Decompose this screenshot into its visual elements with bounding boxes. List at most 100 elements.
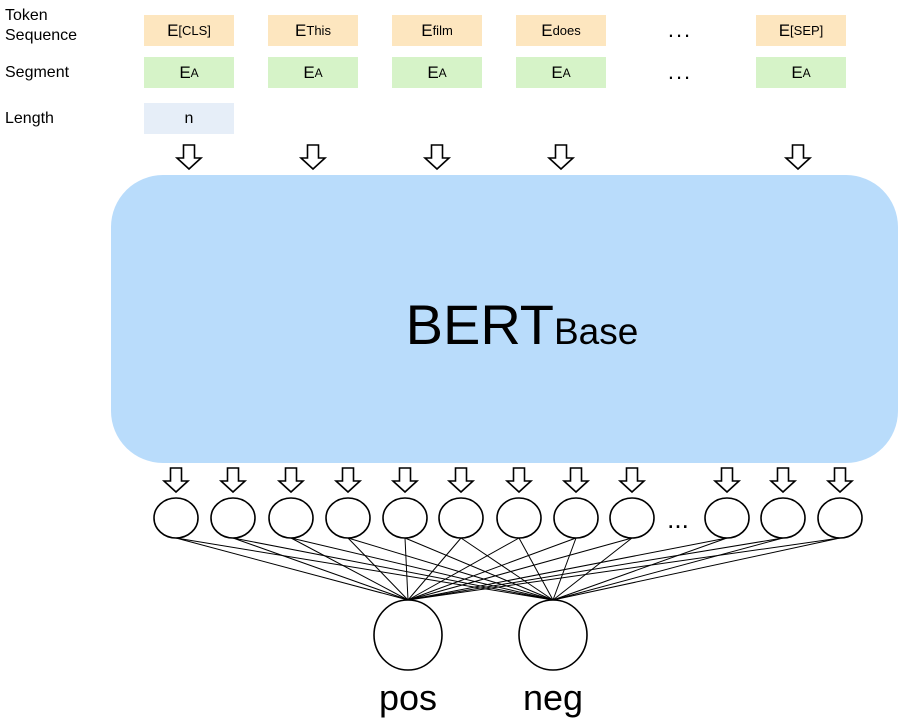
hidden-node: [760, 497, 806, 539]
segment-ellipsis: ...: [667, 59, 693, 84]
token-sequence-label-line2: Sequence: [5, 27, 78, 44]
hidden-node: [704, 497, 750, 539]
down-arrow-icon: [422, 144, 452, 171]
length-box: n: [144, 103, 234, 134]
hidden-node: [210, 497, 256, 539]
connection-line: [460, 537, 554, 601]
token-embedding-sub: film: [432, 23, 453, 38]
connection-line: [347, 537, 409, 601]
down-arrow-icon: [390, 467, 420, 494]
token-sequence-label-line1: Token: [5, 7, 48, 24]
down-arrow-icon: [504, 467, 534, 494]
hidden-node: [609, 497, 655, 539]
connection-line: [232, 537, 554, 601]
token-embedding-main: E: [778, 20, 791, 40]
down-arrow-icon: [561, 467, 591, 494]
down-arrow-icon: [174, 144, 204, 171]
output-label-pos: pos: [378, 677, 438, 718]
down-arrow-icon: [446, 467, 476, 494]
output-node-neg: [518, 599, 588, 671]
hidden-node: [382, 497, 428, 539]
token-ellipsis: ...: [667, 17, 693, 42]
connection-line: [404, 537, 554, 601]
connection-line: [404, 537, 409, 601]
token-embedding-main: E: [541, 20, 553, 40]
hidden-node: [553, 497, 599, 539]
input-arrows: [174, 144, 813, 171]
hidden-node: [153, 497, 199, 539]
connection-line: [552, 537, 577, 601]
bert-base-block: BERTBase: [111, 175, 898, 463]
connection-line: [347, 537, 554, 601]
token-embedding-sub: [CLS]: [178, 23, 211, 38]
token-embedding-main: E: [421, 20, 433, 40]
connection-line: [407, 537, 462, 601]
output-nodes: [373, 599, 588, 671]
connection-line: [175, 537, 409, 601]
hidden-node: [438, 497, 484, 539]
hidden-node: [817, 497, 863, 539]
down-arrow-icon: [276, 467, 306, 494]
hidden-node: [496, 497, 542, 539]
segment-embedding-sub: A: [802, 65, 811, 80]
segment-label: Segment: [5, 64, 70, 81]
output-arrows: [161, 467, 855, 494]
token-embedding-sub: [SEP]: [790, 23, 824, 38]
hidden-node: [325, 497, 371, 539]
connection-line: [290, 537, 554, 601]
node-ellipsis: ...: [667, 504, 689, 534]
down-arrow-icon: [161, 467, 191, 494]
hidden-node: [268, 497, 314, 539]
connection-line: [407, 537, 577, 601]
connection-line: [407, 537, 633, 601]
connection-line: [552, 537, 841, 601]
connection-line: [552, 537, 784, 601]
token-embedding-main: E: [295, 20, 307, 40]
bert-name: BERT: [405, 292, 554, 356]
token-embedding-sep: E[SEP]: [756, 15, 846, 46]
connection-line: [407, 537, 841, 601]
down-arrow-icon: [712, 467, 742, 494]
output-node-pos: [373, 599, 443, 671]
connection-line: [407, 537, 728, 601]
connection-line: [290, 537, 409, 601]
token-embedding-main: E: [167, 20, 179, 40]
output-label-neg: neg: [522, 677, 584, 718]
down-arrow-icon: [218, 467, 248, 494]
length-label: Length: [5, 110, 54, 127]
token-embedding-cls: E[CLS]: [144, 15, 234, 46]
down-arrow-icon: [333, 467, 363, 494]
segment-embedding-main: E: [551, 62, 563, 82]
connection-line: [407, 537, 784, 601]
connection-line: [175, 537, 554, 601]
down-arrow-icon: [298, 144, 328, 171]
hidden-nodes: [153, 497, 863, 539]
token-sequence-label: Token Sequence: [5, 6, 77, 46]
segment-embedding-main: E: [303, 62, 315, 82]
down-arrow-icon: [825, 467, 855, 494]
connection-lines: [175, 537, 841, 601]
segment-embedding-main: E: [427, 62, 439, 82]
down-arrow-icon: [768, 467, 798, 494]
down-arrow-icon: [546, 144, 576, 171]
bert-subscript: Base: [554, 310, 639, 352]
token-embedding-sub: This: [306, 23, 331, 38]
segment-embedding-sub: A: [438, 65, 447, 80]
down-arrow-icon: [783, 144, 813, 171]
segment-embedding-sub: A: [314, 65, 323, 80]
segment-embedding-main: E: [791, 62, 803, 82]
bert-title: BERTBase: [371, 282, 639, 357]
connection-line: [407, 537, 520, 601]
down-arrow-icon: [617, 467, 647, 494]
connection-line: [552, 537, 728, 601]
segment-embedding-main: E: [179, 62, 191, 82]
